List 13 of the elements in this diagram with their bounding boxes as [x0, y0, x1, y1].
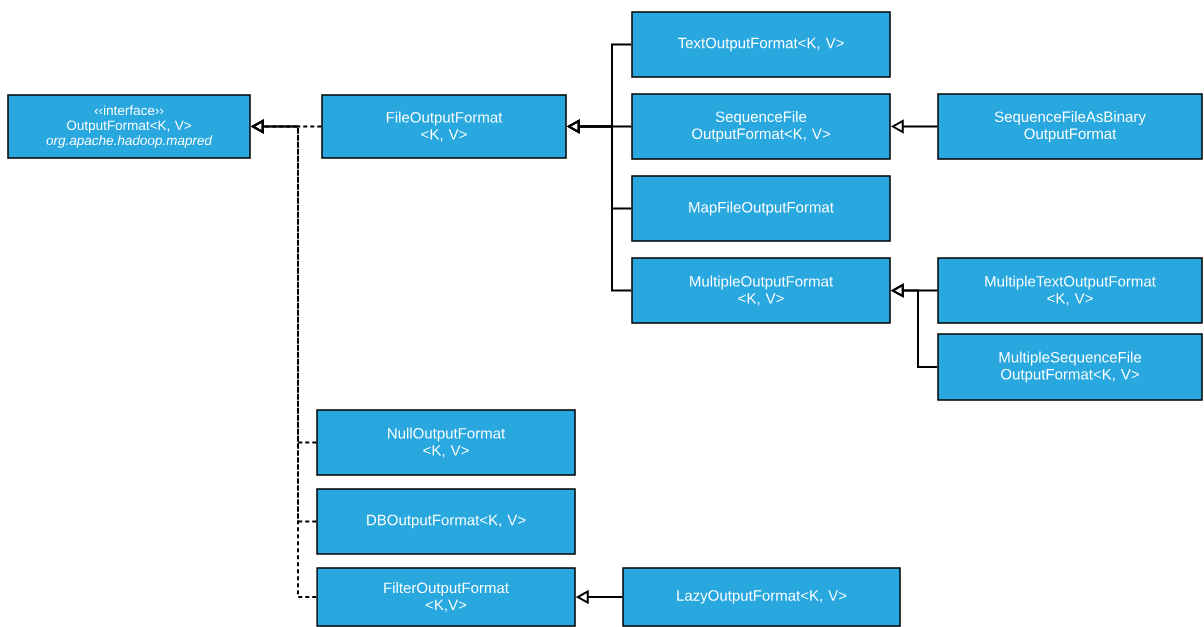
class-box: SequenceFileAsBinary OutputFormat	[937, 93, 1203, 160]
class-box: MultipleTextOutputFormat <K, V>	[937, 257, 1203, 324]
class-box: SequenceFile OutputFormat<K, V>	[631, 93, 891, 160]
class-box: ‹‹interface›› OutputFormat<K, V> org.apache.hadoop.mapred	[7, 94, 251, 159]
class-box: TextOutputFormat<K, V>	[631, 11, 891, 78]
class-box: MultipleOutputFormat <K, V>	[631, 257, 891, 324]
class-box: FileOutputFormat <K, V>	[321, 94, 567, 159]
class-box: MapFileOutputFormat	[631, 175, 891, 242]
class-box: DBOutputFormat<K, V>	[316, 488, 576, 555]
class-box: NullOutputFormat <K, V>	[316, 409, 576, 476]
class-box: FilterOutputFormat <K,V>	[316, 567, 576, 627]
class-box: LazyOutputFormat<K, V>	[622, 567, 901, 627]
class-box: MultipleSequenceFile OutputFormat<K, V>	[937, 333, 1203, 401]
